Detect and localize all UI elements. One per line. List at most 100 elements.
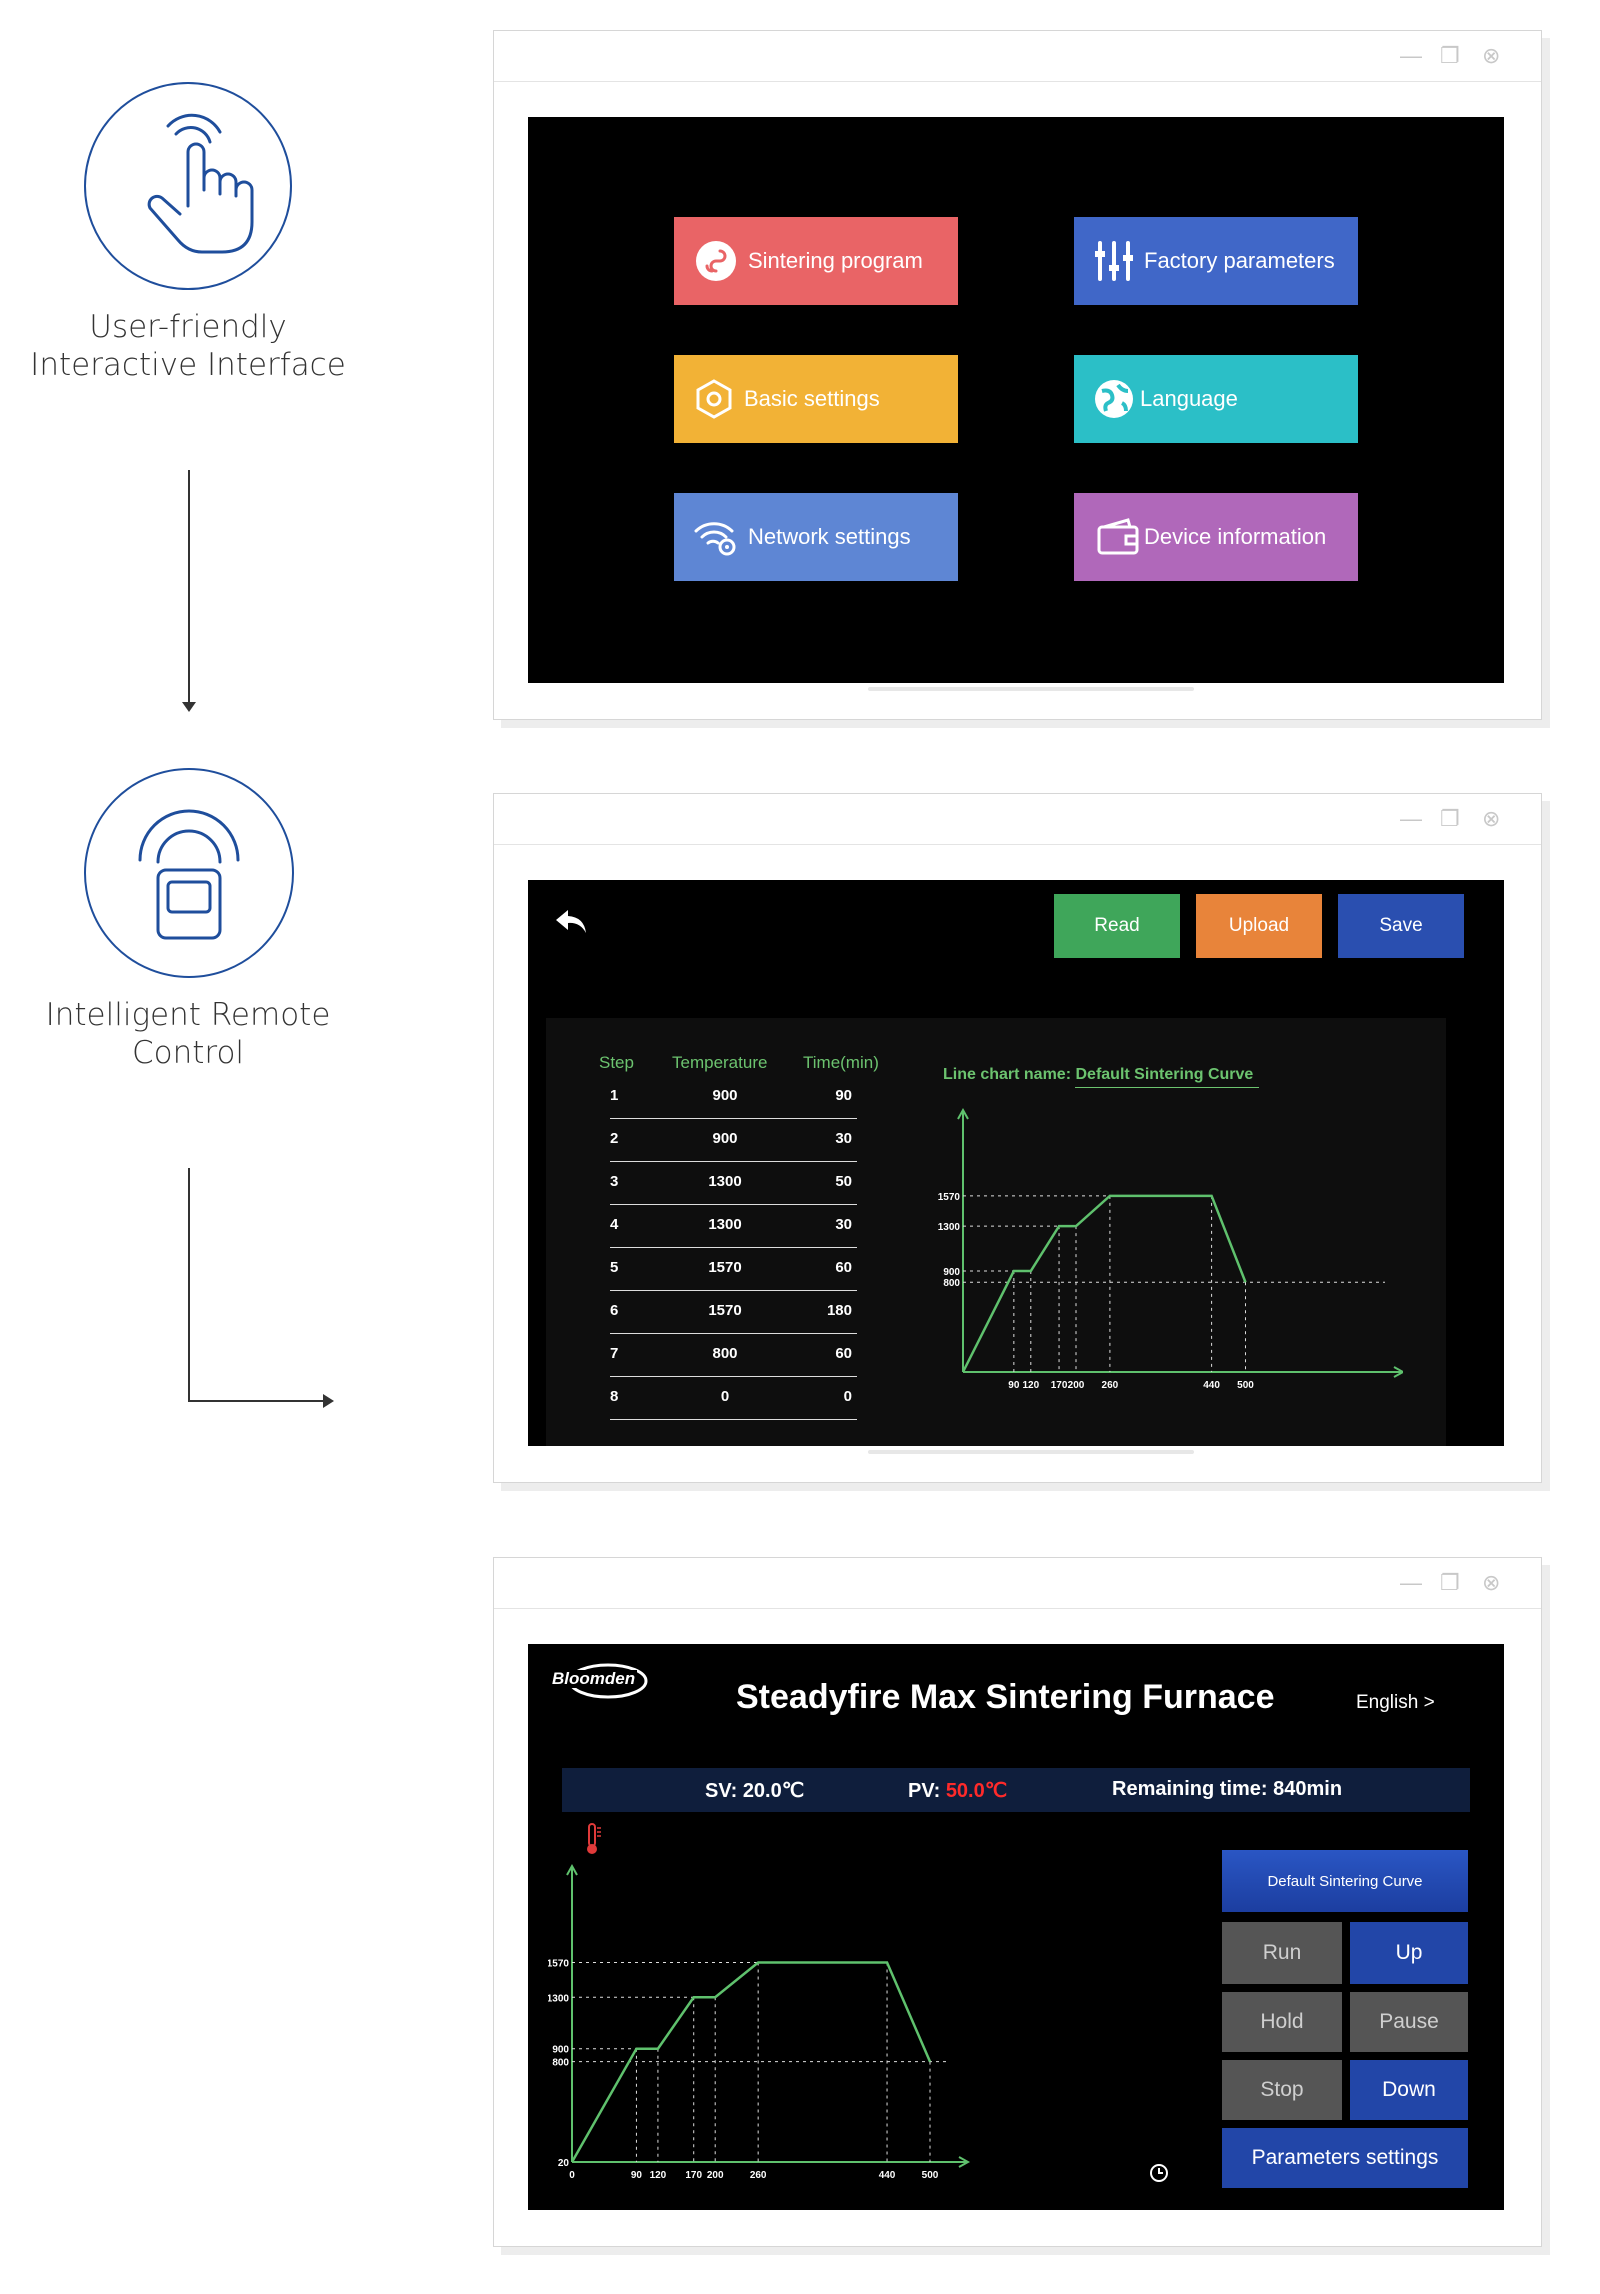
- back-arrow-icon[interactable]: [554, 908, 590, 938]
- step-cell: 2: [610, 1130, 619, 1147]
- y-axis-arrow: [957, 1107, 969, 1120]
- x-tick-label: 200: [707, 2170, 724, 2181]
- time-cell: 90: [835, 1087, 852, 1104]
- close-icon[interactable]: ⊗: [1482, 806, 1501, 831]
- time-cell: 180: [826, 1302, 852, 1319]
- language-link[interactable]: English >: [1356, 1692, 1435, 1713]
- clock-icon: [1150, 2164, 1168, 2182]
- sliders-icon: [1095, 241, 1133, 281]
- down-button[interactable]: Down: [1350, 2060, 1468, 2120]
- basic-settings-button[interactable]: Basic settings: [674, 355, 958, 443]
- x-tick-label: 120: [1022, 1380, 1039, 1391]
- step-cell: 1: [610, 1087, 619, 1104]
- program-screen: Read Upload Save Step Temperature Time(m…: [528, 880, 1504, 1446]
- sintering-program-button[interactable]: Sintering program: [674, 217, 958, 305]
- wifi-gear-icon: [694, 522, 736, 556]
- temperature-cell: 1300: [708, 1173, 742, 1190]
- dashboard-window: — ❐ ⊗ Bloomden Steadyfire Max Sintering …: [493, 1557, 1542, 2247]
- remaining-time: Remaining time: 840min: [1112, 1778, 1343, 1800]
- time-cell: 30: [835, 1130, 852, 1147]
- wallet-icon: [1097, 518, 1139, 555]
- arrow-right-icon: [323, 1394, 334, 1408]
- remote-control-icon: [138, 809, 240, 940]
- close-icon[interactable]: ⊗: [1482, 1570, 1501, 1595]
- brand-logo: Bloomden: [546, 1658, 664, 1704]
- button-label: Sintering program: [748, 248, 923, 273]
- save-button[interactable]: Save: [1338, 894, 1464, 958]
- read-button[interactable]: Read: [1054, 894, 1180, 958]
- restore-icon[interactable]: ❐: [1440, 806, 1460, 831]
- y-tick-label: 900: [943, 1267, 960, 1278]
- stop-button[interactable]: Stop: [1222, 2060, 1342, 2120]
- minimize-icon[interactable]: —: [1400, 1570, 1422, 1595]
- x-tick-label: 120: [650, 2170, 667, 2181]
- flow-line: [188, 1168, 190, 1402]
- close-icon[interactable]: ⊗: [1482, 43, 1501, 68]
- x-tick-label: 440: [1203, 1380, 1220, 1391]
- temperature-header: Temperature: [672, 1053, 768, 1072]
- run-button[interactable]: Run: [1222, 1922, 1342, 1984]
- button-label: Device information: [1144, 524, 1327, 549]
- x-tick-label: 500: [1237, 1380, 1254, 1391]
- device-information-button[interactable]: Device information: [1074, 493, 1358, 581]
- y-tick-label: 1300: [548, 1993, 569, 2004]
- upload-button[interactable]: Upload: [1196, 894, 1322, 958]
- series-line: [570, 1961, 932, 2163]
- up-button[interactable]: Up: [1350, 1922, 1468, 1984]
- restore-icon[interactable]: ❐: [1440, 1570, 1460, 1595]
- hold-button[interactable]: Hold: [1222, 1992, 1342, 2052]
- chart-name-value[interactable]: Default Sintering Curve: [1075, 1066, 1260, 1088]
- touch-feature-circle: [84, 82, 292, 290]
- thermometer-icon: [587, 1823, 601, 1854]
- y-tick-label: 800: [943, 1278, 960, 1289]
- x-tick-label: 0: [569, 2170, 575, 2181]
- restore-icon[interactable]: ❐: [1440, 43, 1460, 68]
- flow-line: [188, 1400, 328, 1402]
- language-button[interactable]: Language: [1074, 355, 1358, 443]
- program-window: — ❐ ⊗ Read Upload Save Step Temperature …: [493, 793, 1542, 1483]
- pv-readout: PV: 50.0℃: [908, 1780, 1008, 1802]
- factory-parameters-button[interactable]: Factory parameters: [1074, 217, 1358, 305]
- y-tick-label: 1300: [938, 1222, 961, 1233]
- window-titlebar: — ❐ ⊗: [494, 794, 1541, 845]
- step-cell: 7: [610, 1345, 619, 1362]
- chart-name-label: Line chart name:: [943, 1066, 1072, 1083]
- step-cell: 3: [610, 1173, 619, 1190]
- menu-screen: Sintering program Factory parameters Bas…: [528, 117, 1504, 683]
- table-row[interactable]: 1 900 90: [610, 1075, 857, 1119]
- minimize-icon[interactable]: —: [1400, 43, 1422, 68]
- y-axis-arrow: [566, 1863, 578, 1876]
- default-sintering-curve-button[interactable]: Default Sintering Curve: [1222, 1850, 1468, 1912]
- pause-button[interactable]: Pause: [1350, 1992, 1468, 2052]
- parameters-settings-button[interactable]: Parameters settings: [1222, 2128, 1468, 2188]
- sintering-program-icon: [696, 241, 736, 281]
- x-tick-label: 200: [1068, 1380, 1085, 1391]
- page-title: Steadyfire Max Sintering Furnace: [736, 1678, 1275, 1716]
- window-scrollbar[interactable]: [868, 1450, 1194, 1454]
- hex-nut-icon: [696, 379, 732, 419]
- feature-label-interface: User-friendly Interactive Interface: [30, 309, 346, 383]
- arrow-down-icon: [182, 702, 196, 712]
- window-scrollbar[interactable]: [868, 687, 1194, 691]
- minimize-icon[interactable]: —: [1400, 806, 1422, 831]
- time-cell: 30: [835, 1216, 852, 1233]
- x-axis-arrow: [958, 2156, 971, 2168]
- y-tick-label: 900: [552, 2045, 569, 2056]
- network-settings-button[interactable]: Network settings: [674, 493, 958, 581]
- x-tick-label: 500: [922, 2170, 939, 2181]
- window-titlebar: — ❐ ⊗: [494, 1558, 1541, 1609]
- x-axis-arrow: [1393, 1366, 1403, 1378]
- temperature-cell: 900: [712, 1087, 738, 1104]
- series-line: [961, 1194, 1247, 1373]
- step-cell: 5: [610, 1259, 619, 1276]
- globe-icon: [1095, 380, 1133, 418]
- dashboard-screen: Bloomden Steadyfire Max Sintering Furnac…: [528, 1644, 1504, 2210]
